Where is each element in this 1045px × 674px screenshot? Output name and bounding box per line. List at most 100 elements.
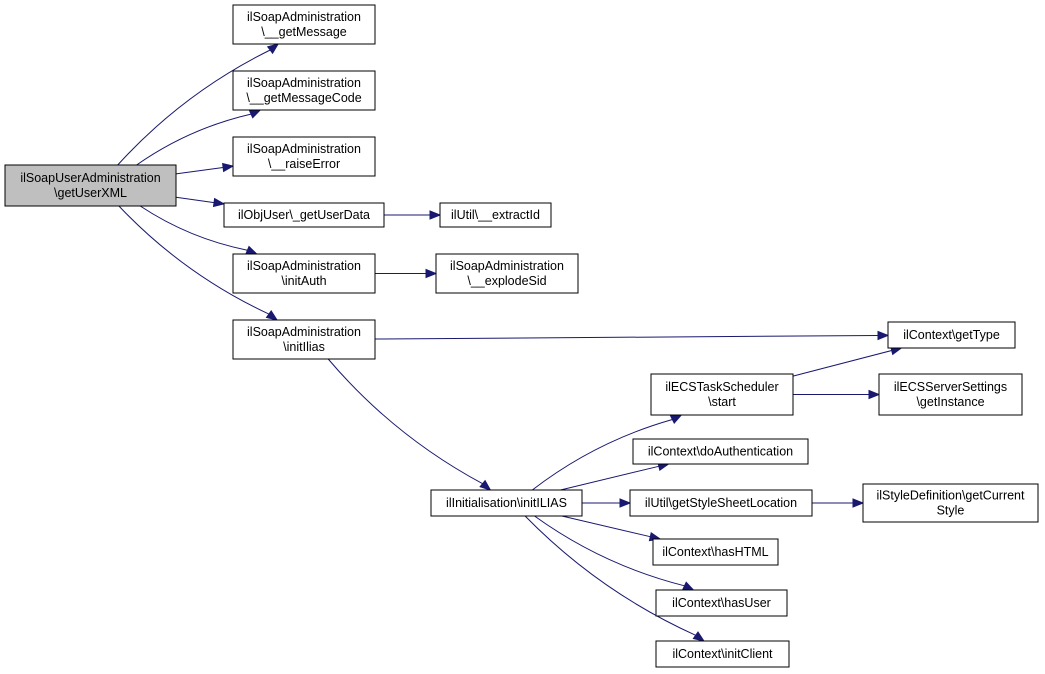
arrowhead-icon: [245, 245, 258, 255]
node-label-line: \initIlias: [283, 340, 325, 354]
node-box: [232, 70, 376, 111]
edge-ecsStart-to-getType: [792, 346, 903, 377]
node-initILIAS[interactable]: ilInitialisation\initILIAS: [430, 489, 583, 517]
edge-root-to-getMessage: [117, 43, 280, 166]
node-box: [223, 202, 385, 228]
node-box: [632, 438, 809, 465]
node-label-line: ilInitialisation\initILIAS: [446, 496, 567, 510]
edge-line: [531, 419, 673, 491]
edge-line: [792, 350, 892, 377]
node-box: [232, 136, 376, 177]
edge-initILIAS-to-ecsStart: [531, 414, 683, 491]
node-getUserData[interactable]: ilObjUser\_getUserData: [223, 202, 385, 228]
node-styleSheet[interactable]: ilUtil\getStyleSheetLocation: [629, 489, 813, 517]
node-getMessageCode[interactable]: ilSoapAdministration\__getMessageCode: [232, 70, 376, 111]
edge-line: [117, 49, 271, 166]
node-label-line: ilUtil\__extractId: [451, 208, 540, 222]
node-label-line: \getUserXML: [54, 186, 127, 200]
node-explodeSid[interactable]: ilSoapAdministration\__explodeSid: [435, 253, 579, 294]
node-box: [878, 373, 1023, 416]
node-box: [650, 373, 794, 416]
arrowhead-icon: [248, 109, 262, 119]
arrowhead-icon: [682, 581, 695, 591]
edge-line: [560, 465, 659, 491]
node-getMessage[interactable]: ilSoapAdministration\__getMessage: [232, 4, 376, 45]
node-hasUser[interactable]: ilContext\hasUser: [655, 589, 788, 617]
arrowhead-icon: [619, 498, 632, 508]
node-extractId[interactable]: ilUtil\__extractId: [439, 202, 552, 228]
node-box: [862, 483, 1039, 523]
edge-line: [534, 515, 685, 587]
node-label-line: ilSoapUserAdministration: [20, 171, 160, 185]
edge-line: [139, 205, 248, 251]
edge-line: [175, 196, 215, 204]
edge-line: [327, 358, 483, 485]
edge-ecsStart-to-ecsGetInstance: [793, 389, 881, 400]
nodes-layer: ilSoapUserAdministration\getUserXML ilSoa…: [4, 4, 1039, 668]
node-label-line: ilECSServerSettings: [894, 380, 1007, 394]
arrowhead-icon: [425, 268, 438, 279]
node-initAuth[interactable]: ilSoapAdministration\initAuth: [232, 253, 376, 294]
node-label-line: ilContext\initClient: [672, 647, 773, 661]
node-ecsStart[interactable]: ilECSTaskScheduler\start: [650, 373, 794, 416]
node-getType[interactable]: ilContext\getType: [887, 321, 1016, 349]
edge-line: [561, 515, 651, 538]
arrowhead-icon: [877, 330, 890, 341]
edge-line: [374, 335, 879, 340]
node-ecsGetInstance[interactable]: ilECSServerSettings\getInstance: [878, 373, 1023, 416]
node-label-line: ilObjUser\_getUserData: [238, 208, 370, 222]
node-label-line: ilContext\hasHTML: [662, 545, 768, 559]
edge-initILIAS-to-initClient: [524, 515, 706, 642]
node-label-line: ilSoapAdministration: [247, 259, 361, 273]
node-box: [435, 253, 579, 294]
node-label-line: \initAuth: [281, 274, 326, 288]
node-raiseError[interactable]: ilSoapAdministration\__raiseError: [232, 136, 376, 177]
arrowhead-icon: [265, 310, 279, 321]
node-label-line: Style: [937, 504, 965, 518]
edge-initAuth-to-explodeSid: [375, 268, 438, 279]
node-label-line: \getInstance: [916, 395, 984, 409]
edges-layer: [117, 43, 903, 642]
node-box: [655, 589, 788, 617]
edge-line: [524, 515, 696, 636]
node-label-line: ilSoapAdministration: [247, 325, 361, 339]
node-initIlias[interactable]: ilSoapAdministration\initIlias: [232, 319, 376, 360]
edge-line: [136, 113, 252, 166]
edge-root-to-getUserData: [175, 196, 226, 208]
node-hasHTML[interactable]: ilContext\hasHTML: [652, 538, 779, 566]
node-label-line: \__raiseError: [268, 157, 340, 171]
node-initClient[interactable]: ilContext\initClient: [655, 640, 790, 668]
node-doAuth[interactable]: ilContext\doAuthentication: [632, 438, 809, 465]
node-box: [232, 4, 376, 45]
node-box: [887, 321, 1016, 349]
edge-styleSheet-to-currentStyle: [812, 498, 865, 508]
node-box: [232, 253, 376, 294]
node-label-line: ilSoapAdministration: [247, 142, 361, 156]
node-box: [232, 319, 376, 360]
node-label-line: \__explodeSid: [467, 274, 546, 288]
edge-initILIAS-to-hasHTML: [561, 515, 662, 542]
edge-getUserData-to-extractId: [384, 210, 442, 220]
edge-initIlias-to-initILIAS: [327, 358, 492, 491]
node-label-line: \__getMessage: [261, 25, 347, 39]
arrowhead-icon: [212, 197, 226, 208]
node-box: [655, 640, 790, 668]
node-label-line: \__getMessageCode: [246, 91, 361, 105]
edge-line: [175, 167, 224, 175]
arrowhead-icon: [479, 479, 492, 491]
node-box: [439, 202, 552, 228]
node-box: [430, 489, 583, 517]
node-label-line: ilUtil\getStyleSheetLocation: [645, 496, 797, 510]
node-label-line: ilECSTaskScheduler: [665, 380, 778, 394]
node-box: [4, 164, 177, 207]
edge-line: [118, 205, 270, 315]
node-label-line: ilContext\getType: [903, 328, 1000, 342]
edge-initIlias-to-getType: [374, 330, 890, 341]
arrowhead-icon: [868, 389, 881, 400]
node-label-line: ilSoapAdministration: [247, 76, 361, 90]
node-label-line: ilContext\hasUser: [672, 596, 771, 610]
arrowhead-icon: [852, 498, 865, 508]
arrowhead-icon: [692, 631, 706, 642]
